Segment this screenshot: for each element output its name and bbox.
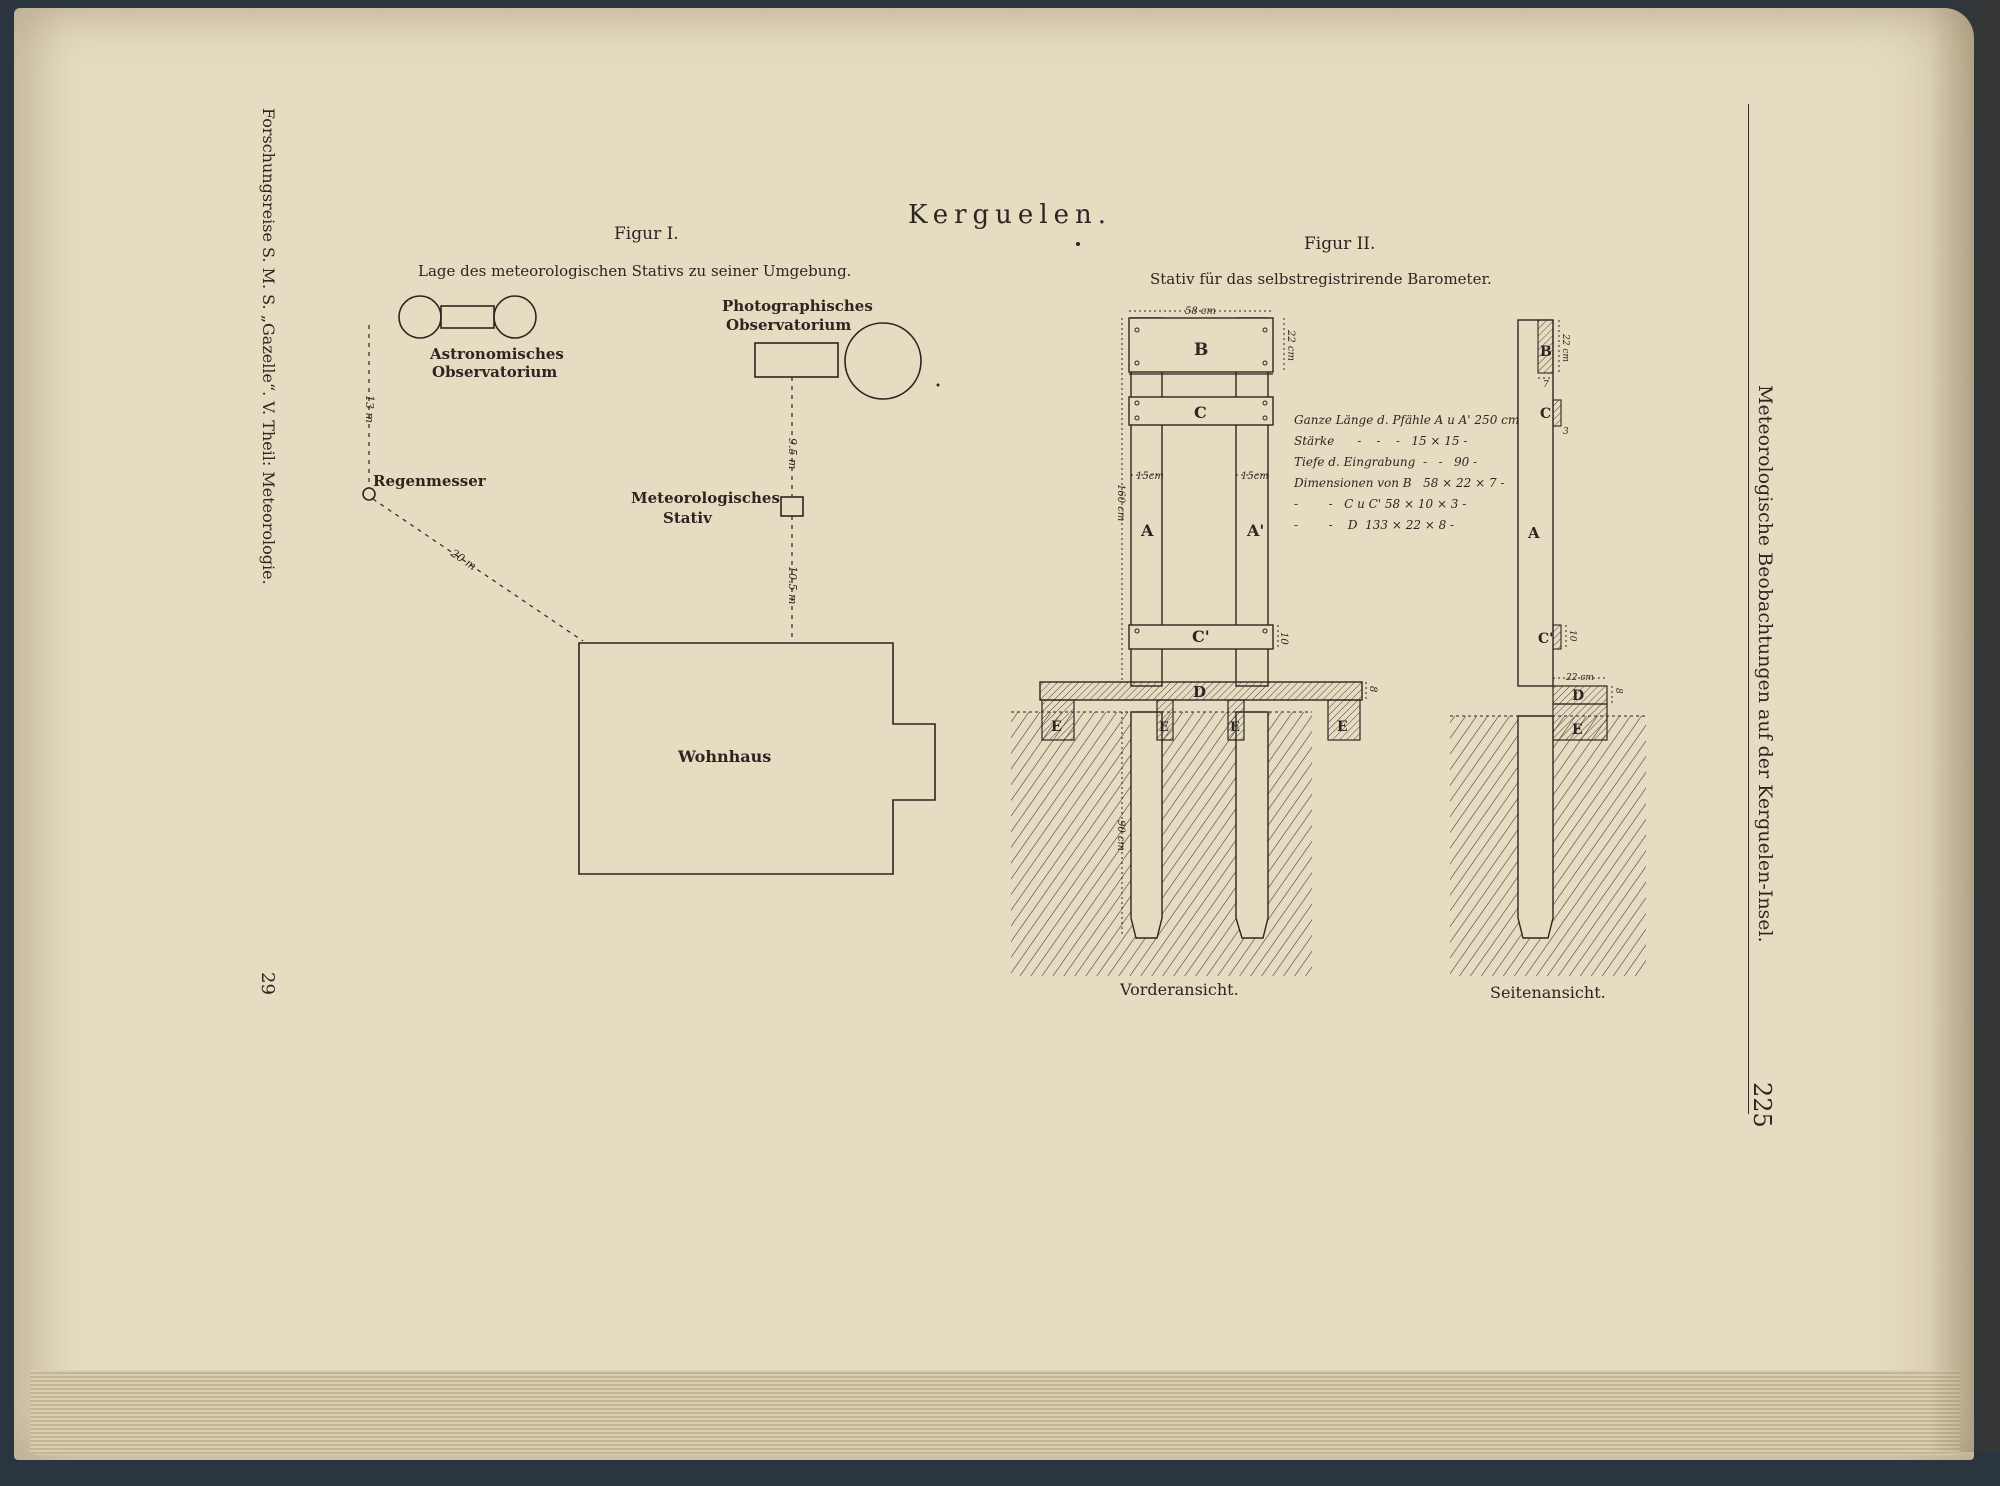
photo-label-line1: Photographisches — [722, 297, 873, 315]
rain-gauge-label: Regenmesser — [373, 472, 487, 490]
distance-10-5m: 10.5 m — [786, 566, 799, 604]
side-dim-top: 22 cm — [1560, 333, 1570, 362]
post-a2-buried — [1235, 711, 1269, 939]
photo-label-line2: Observatorium — [726, 316, 851, 334]
label-e-3: E — [1230, 720, 1240, 735]
book-page — [14, 8, 1974, 1460]
figure2-front-labels: B C A A' C' D E E E E 58 cm 22 cm 15cm 1… — [1051, 306, 1378, 999]
side-label-d: D — [1572, 688, 1584, 704]
dim-d-h: 8 — [1367, 686, 1378, 692]
side-dim-b: 7 — [1543, 380, 1549, 390]
label-e-2: E — [1159, 720, 1169, 735]
distance-line-20m — [372, 498, 584, 642]
astro-observatory-hall — [440, 305, 495, 329]
astro-observatory-dome-right — [493, 295, 537, 339]
label-c: C — [1194, 403, 1207, 422]
stativ-label-line1: Meteorologisches — [631, 489, 780, 507]
figure1-drawing — [362, 295, 936, 875]
dim-post-w-left: 15cm — [1136, 471, 1164, 482]
dim-b-height: 22 cm — [1285, 329, 1296, 361]
side-sleeper-e — [1552, 703, 1608, 741]
dim-depth: 90 cm — [1115, 820, 1126, 851]
distance-13m: 13 m — [363, 395, 376, 423]
side-label-c: C — [1540, 406, 1551, 422]
dim-c2-h: 10 — [1278, 632, 1289, 645]
side-label-e: E — [1572, 722, 1583, 738]
figure2-front-view — [1011, 310, 1367, 976]
side-dim-d-w: 22 cm — [1565, 673, 1594, 683]
side-label-c2: C' — [1538, 631, 1553, 647]
dim-post-w-right: 15cm — [1241, 471, 1269, 482]
spec-line-3: Tiefe d. Eingrabung - - 90 - — [1294, 455, 1477, 469]
figure2-side-labels: B C A C' D E 22 cm 7 3 10 22 cm 8 Seiten… — [1490, 333, 1623, 1002]
spec-line-4: Dimensionen von B 58 × 22 × 7 - — [1293, 476, 1504, 490]
astro-observatory-dome-left — [398, 295, 442, 339]
side-label-b: B — [1540, 344, 1552, 360]
spec-line-2: Stärke - - - 15 × 15 - — [1294, 434, 1467, 448]
spec-line-5: - - C u C' 58 × 10 × 3 - — [1294, 497, 1466, 511]
side-dim-c2: 10 — [1567, 630, 1577, 642]
front-view-label: Vorderansicht. — [1119, 980, 1239, 999]
sleeper-e-2 — [1156, 699, 1174, 741]
side-board-b — [1537, 319, 1554, 374]
label-c2: C' — [1192, 627, 1210, 646]
spec-line-1: Ganze Länge d. Pfähle A u A' 250 cm — [1294, 413, 1519, 427]
board-b — [1128, 317, 1274, 373]
side-dim-c: 3 — [1563, 427, 1569, 437]
figure2-label: Figur II. — [1304, 234, 1376, 254]
side-post-buried — [1517, 715, 1554, 939]
side-post — [1517, 319, 1554, 687]
sleeper-e-1 — [1041, 699, 1075, 741]
side-dim-d-h: 8 — [1613, 688, 1623, 694]
board-c — [1128, 396, 1274, 426]
spec-line-6: - - D 133 × 22 × 8 - — [1294, 518, 1454, 532]
photo-observatory — [754, 342, 839, 378]
figure1-caption: Lage des meteorologischen Stativs zu sei… — [418, 262, 852, 280]
dim-width-top: 58 cm — [1185, 306, 1216, 317]
sleeper-e-4 — [1327, 699, 1361, 741]
photo-observatory-dome — [844, 322, 922, 400]
specs-table: Ganze Länge d. Pfähle A u A' 250 cm Stär… — [1293, 413, 1519, 532]
label-a: A — [1140, 521, 1154, 540]
figure2-side-view — [1450, 319, 1646, 976]
side-board-c — [1552, 399, 1562, 427]
board-c2 — [1128, 624, 1274, 650]
figure2-caption: Stativ für das selbstregistrirende Barom… — [1150, 270, 1492, 288]
astro-label-line1: Astronomisches — [429, 345, 564, 363]
page-title: Kerguelen. — [908, 200, 1113, 230]
right-rule — [1748, 104, 1749, 1114]
house-label: Wohnhaus — [677, 747, 771, 766]
distance-20m: 20 m — [447, 546, 478, 573]
label-e-4: E — [1337, 719, 1348, 735]
sleeper-e-3 — [1227, 699, 1245, 741]
distance-9-5m: 9.5 m — [786, 438, 799, 469]
figure1-labels: Astronomisches Observatorium Photographi… — [373, 297, 873, 766]
page-fold-shadow — [1930, 0, 2000, 1452]
label-e-1: E — [1051, 719, 1062, 735]
speck-2 — [936, 383, 940, 387]
post-a-buried — [1130, 711, 1163, 939]
side-label-a: A — [1527, 524, 1540, 542]
side-board-c2 — [1552, 624, 1562, 650]
dim-post-len: 160 cm — [1115, 484, 1126, 521]
label-a2: A' — [1246, 521, 1264, 540]
astro-label-line2: Observatorium — [432, 363, 557, 381]
side-view-label: Seitenansicht. — [1490, 983, 1606, 1002]
house-outline — [578, 642, 936, 875]
page-edges — [30, 1370, 1960, 1455]
label-d: D — [1193, 683, 1206, 701]
label-b: B — [1194, 340, 1208, 360]
figure1-label: Figur I. — [614, 224, 679, 244]
meteorological-stand — [780, 496, 804, 517]
stativ-label-line2: Stativ — [663, 509, 713, 527]
speck-1 — [1076, 242, 1080, 246]
